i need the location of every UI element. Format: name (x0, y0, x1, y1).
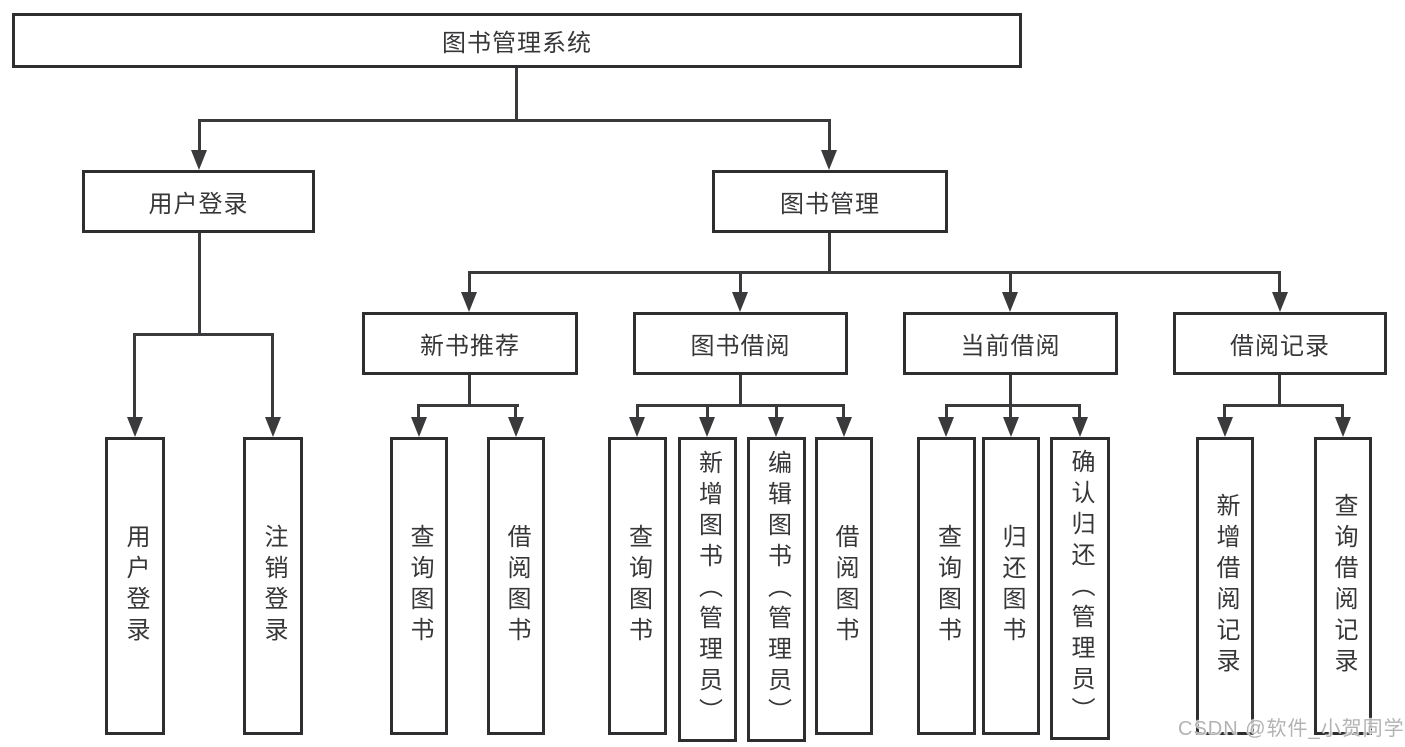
arrowhead-icon (127, 417, 143, 437)
leaf-label: 用户登录 (122, 524, 149, 648)
connector-line (945, 404, 948, 419)
leaf-newbooks-query-books: 查询图书 (390, 437, 448, 735)
connector-line (133, 333, 136, 419)
connector-line (1078, 404, 1081, 419)
leaf-borrow-add-books-admin: 新增图书（管理员） (678, 437, 737, 742)
connector-line (1278, 375, 1281, 407)
leaf-borrow-query-books: 查询图书 (608, 437, 667, 735)
connector-line (739, 375, 742, 407)
leaf-label: 注销登录 (260, 524, 287, 648)
leaf-label: 新增图书（管理员） (694, 450, 722, 729)
leaf-records-add-record: 新增借阅记录 (1196, 437, 1254, 735)
connector-line (271, 333, 274, 419)
arrowhead-icon (699, 417, 715, 437)
connector-line (706, 404, 709, 419)
node-label: 当前借阅 (960, 333, 1061, 360)
connector-line (1223, 404, 1226, 419)
connector-line (198, 119, 831, 122)
leaf-borrow-borrow-books: 借阅图书 (815, 437, 873, 735)
leaf-newbooks-borrow-books: 借阅图书 (487, 437, 545, 735)
leaf-label: 查询图书 (933, 524, 961, 648)
arrowhead-icon (1272, 292, 1288, 312)
leaf-label: 新增借阅记录 (1212, 493, 1239, 679)
node-label: 用户登录 (148, 191, 249, 218)
connector-line (636, 404, 639, 419)
node-current-borrowing: 当前借阅 (903, 312, 1118, 375)
leaf-user-login: 用户登录 (105, 437, 165, 735)
connector-line (739, 271, 742, 294)
leaf-label: 查询图书 (406, 524, 433, 648)
arrowhead-icon (1217, 417, 1233, 437)
arrowhead-icon (836, 417, 852, 437)
arrowhead-icon (508, 417, 524, 437)
arrowhead-icon (265, 417, 281, 437)
arrowhead-icon (732, 292, 748, 312)
arrowhead-icon (411, 417, 427, 437)
connector-line (133, 333, 274, 336)
arrowhead-icon (191, 150, 207, 170)
connector-line (636, 404, 845, 407)
arrowhead-icon (1003, 417, 1019, 437)
arrowhead-icon (1002, 292, 1018, 312)
node-label: 借阅记录 (1230, 333, 1330, 360)
connector-line (1009, 404, 1012, 419)
leaf-label: 借阅图书 (831, 524, 858, 648)
leaf-current-confirm-return-admin: 确认归还（管理员） (1050, 437, 1110, 740)
connector-line (198, 233, 201, 336)
connector-line (468, 271, 1281, 274)
node-book-management: 图书管理 (712, 170, 948, 233)
arrowhead-icon (461, 292, 477, 312)
node-borrow-records: 借阅记录 (1173, 312, 1387, 375)
connector-line (1278, 271, 1281, 294)
node-label: 新书推荐 (420, 333, 520, 360)
node-label: 图书借阅 (690, 333, 791, 360)
node-new-book-recommend: 新书推荐 (362, 312, 578, 375)
arrowhead-icon (629, 417, 645, 437)
connector-line (417, 404, 519, 407)
watermark-text: CSDN @软件_小贺同学 (1178, 718, 1405, 740)
arrowhead-icon (938, 417, 954, 437)
connector-line (1341, 404, 1344, 419)
leaf-label: 编辑图书（管理员） (763, 450, 791, 729)
connector-line (1009, 375, 1012, 407)
arrowhead-icon (1335, 417, 1351, 437)
connector-line (198, 119, 201, 152)
connector-line (828, 119, 831, 152)
connector-line (775, 404, 778, 419)
node-label: 图书管理系统 (442, 30, 592, 57)
connector-line (828, 233, 831, 274)
leaf-records-query-record: 查询借阅记录 (1314, 437, 1372, 735)
leaf-current-return-books: 归还图书 (982, 437, 1040, 735)
connector-line (515, 68, 518, 122)
leaf-label: 归还图书 (998, 524, 1025, 648)
connector-line (417, 404, 420, 419)
connector-line (945, 404, 1081, 407)
connector-line (1009, 271, 1012, 294)
leaf-label: 借阅图书 (503, 524, 530, 648)
node-library-system: 图书管理系统 (12, 13, 1022, 68)
arrowhead-icon (1072, 417, 1088, 437)
leaf-borrow-edit-books-admin: 编辑图书（管理员） (747, 437, 806, 742)
arrowhead-icon (821, 150, 837, 170)
connector-line (842, 404, 845, 419)
leaf-label: 查询借阅记录 (1330, 493, 1357, 679)
connector-line (514, 404, 517, 419)
leaf-label: 确认归还（管理员） (1067, 449, 1094, 728)
leaf-label: 查询图书 (624, 524, 652, 648)
node-label: 图书管理 (780, 191, 880, 218)
node-user-login: 用户登录 (82, 170, 315, 233)
leaf-logout: 注销登录 (243, 437, 303, 735)
arrowhead-icon (768, 417, 784, 437)
leaf-current-query-books: 查询图书 (917, 437, 976, 735)
connector-line (468, 271, 471, 294)
node-book-borrowing: 图书借阅 (633, 312, 848, 375)
connector-line (468, 375, 471, 407)
connector-line (1223, 404, 1344, 407)
